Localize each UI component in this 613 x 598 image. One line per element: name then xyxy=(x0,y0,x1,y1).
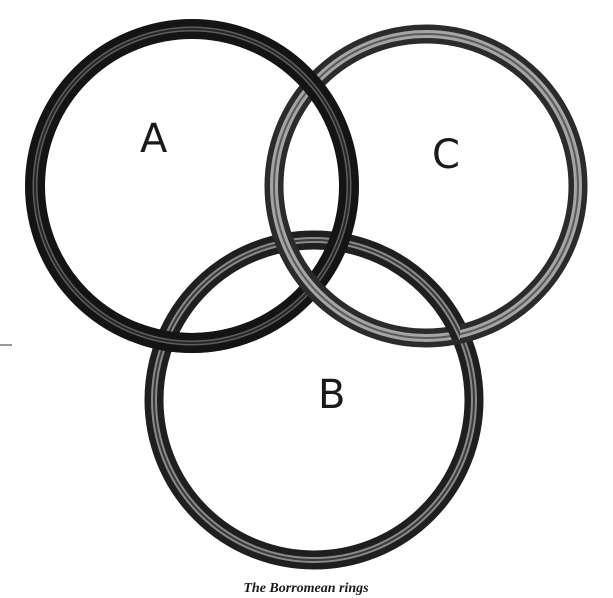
ring-label-c: C xyxy=(432,132,460,178)
over-crossings xyxy=(35,29,578,560)
ring-label-a: A xyxy=(140,116,168,162)
figure-caption: The Borromean rings xyxy=(243,581,369,596)
ring-label-b: B xyxy=(318,372,345,418)
